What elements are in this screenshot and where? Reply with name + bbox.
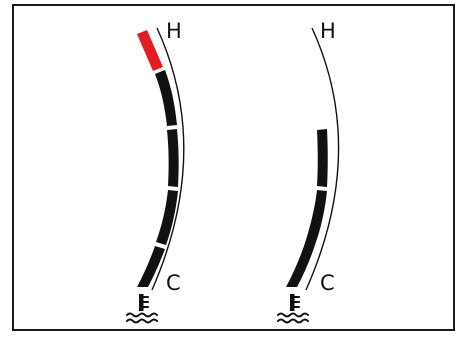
gauge-scale-arc bbox=[151, 27, 185, 291]
hot-label: H bbox=[320, 19, 336, 43]
gauge-segment bbox=[137, 246, 165, 287]
gauge-segment bbox=[167, 129, 179, 187]
gauge-segment bbox=[156, 190, 178, 245]
gauge-segment bbox=[317, 129, 328, 187]
hot-label: H bbox=[166, 19, 182, 43]
illustration-frame bbox=[12, 4, 455, 331]
coolant-temperature-icon bbox=[126, 294, 158, 324]
coolant-gauge-full: H C bbox=[126, 19, 185, 324]
coolant-temperature-icon bbox=[277, 294, 309, 324]
gauge-segment bbox=[155, 70, 177, 126]
gauge-scale-arc bbox=[305, 27, 340, 291]
cold-label: C bbox=[166, 271, 181, 295]
gauge-segment bbox=[286, 190, 327, 287]
coolant-gauge-partial: H C bbox=[277, 19, 340, 324]
gauge-segment-red-zone bbox=[137, 30, 163, 71]
cold-label: C bbox=[320, 271, 335, 295]
